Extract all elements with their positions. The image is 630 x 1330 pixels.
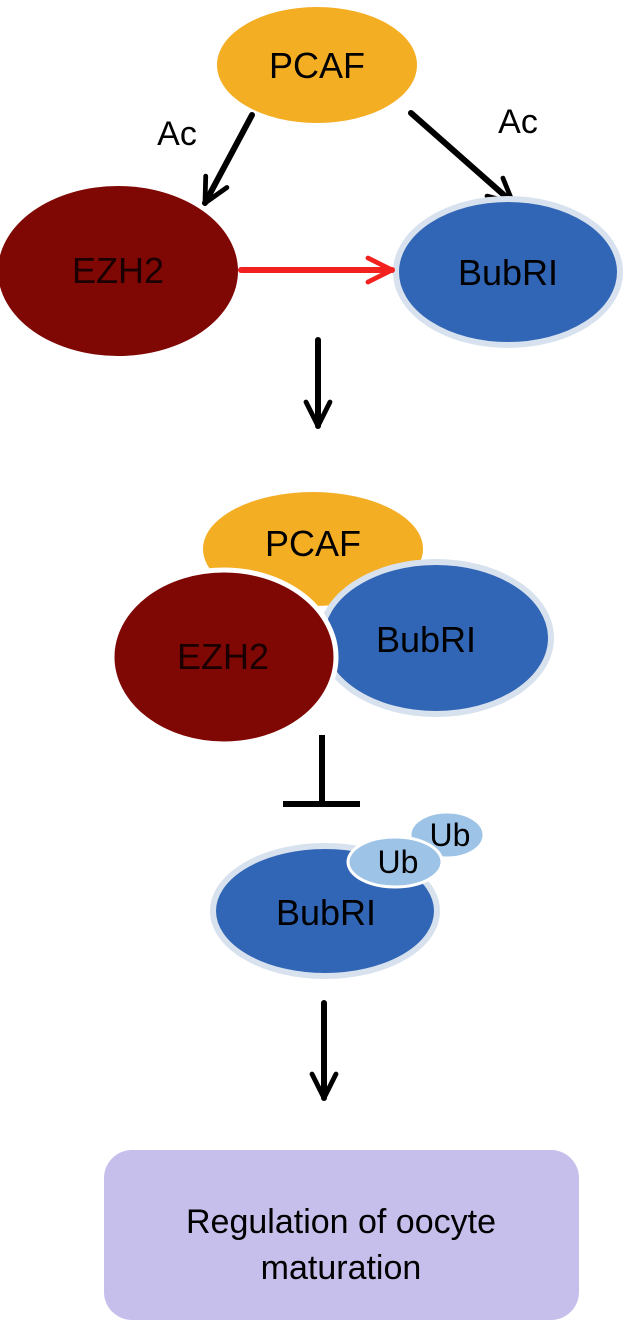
bubr1-label: BubRI — [458, 252, 558, 293]
acetylation-arrow-to-ezh2 — [202, 112, 255, 206]
ac-label-right: Ac — [498, 103, 538, 141]
complex-ezh2-label: EZH2 — [177, 636, 269, 677]
outcome-box — [104, 1150, 579, 1320]
pcaf-node — [217, 7, 417, 123]
ac-label-left: Ac — [157, 115, 197, 153]
ezh2-node — [0, 186, 238, 356]
outcome-line-2: maturation — [261, 1249, 422, 1287]
complex-pcaf-label: PCAF — [265, 523, 361, 564]
ubiquitin-tag-1 — [346, 835, 444, 889]
ub-bubr1-label: BubRI — [276, 892, 376, 933]
complex-bubr1-label: BubRI — [376, 619, 476, 660]
ezh2-label: EZH2 — [72, 250, 164, 291]
ub-label-1: Ub — [378, 844, 419, 880]
bubr1-node — [393, 196, 623, 348]
pcaf-label: PCAF — [269, 45, 365, 86]
acetylation-arrow-to-bubr1 — [408, 110, 516, 206]
ub-label-2: Ub — [430, 817, 471, 853]
outcome-line-1: Regulation of oocyte — [186, 1203, 496, 1241]
complex-ezh2-node — [109, 567, 339, 747]
